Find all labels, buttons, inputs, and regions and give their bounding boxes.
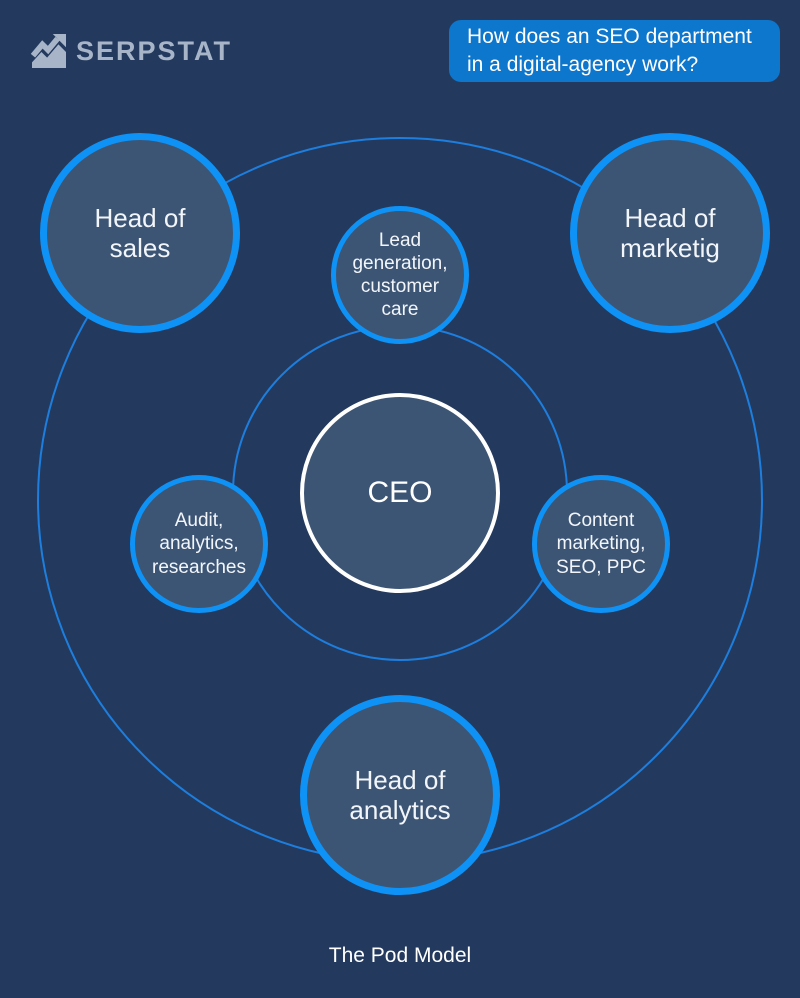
node-head-of-sales-label: Head of sales	[94, 202, 186, 263]
node-head-of-marketing: Head of marketig	[570, 133, 770, 333]
node-audit-analytics: Audit, analytics, researches	[130, 475, 268, 613]
node-head-of-analytics-label: Head of analytics	[349, 764, 451, 825]
node-content-marketing-label: Content marketing, SEO, PPC	[556, 510, 646, 578]
node-audit-analytics-label: Audit, analytics, researches	[152, 510, 246, 578]
question-badge: How does an SEO department in a digital-…	[449, 20, 780, 82]
node-head-of-sales: Head of sales	[40, 133, 240, 333]
diagram-caption: The Pod Model	[328, 944, 472, 967]
node-head-of-analytics: Head of analytics	[300, 695, 500, 895]
node-lead-generation: Lead generation, customer care	[331, 206, 469, 344]
node-ceo-label: CEO	[367, 476, 433, 509]
node-lead-generation-label: Lead generation, customer care	[352, 229, 448, 321]
serpstat-chart-arrow-icon	[30, 34, 66, 68]
node-head-of-marketing-label: Head of marketig	[620, 202, 720, 263]
node-content-marketing: Content marketing, SEO, PPC	[532, 475, 670, 613]
question-badge-text: How does an SEO department in a digital-…	[467, 25, 752, 76]
serpstat-logo: SERPSTAT	[30, 34, 232, 68]
serpstat-logo-text: SERPSTAT	[76, 35, 233, 66]
node-ceo: CEO	[300, 393, 500, 593]
